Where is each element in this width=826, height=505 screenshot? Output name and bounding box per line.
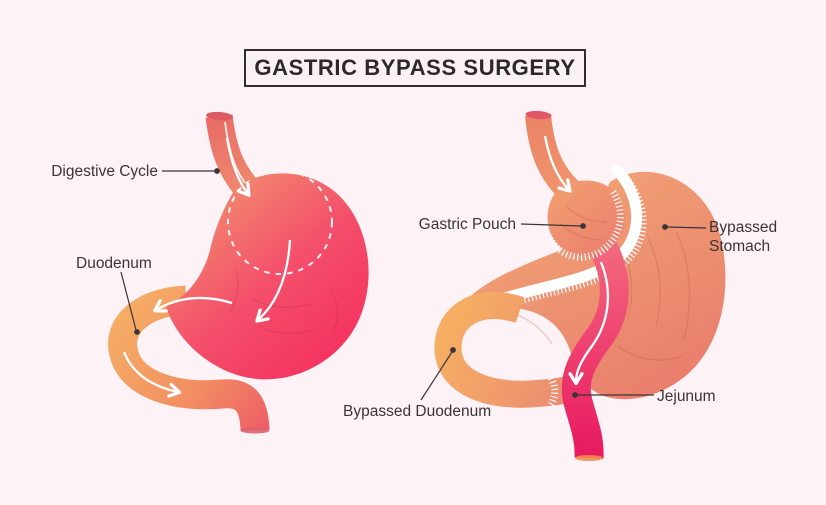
label-jejunum: Jejunum (657, 388, 716, 405)
flow-arrow (156, 296, 233, 310)
flow-arrow (225, 137, 248, 194)
leader-dot (662, 224, 668, 230)
esophagus-opening (525, 110, 552, 120)
label-duodenum: Duodenum (76, 255, 152, 272)
label-digestive-cycle: Digestive Cycle (51, 163, 158, 180)
bypassed-duodenum-shape (434, 292, 569, 408)
flow-arrow (122, 351, 178, 392)
duodenum-shape (108, 285, 270, 432)
flow-arrows-left (122, 137, 292, 392)
jejunum-cut-end (575, 455, 603, 461)
gastric-pouch-shape (547, 180, 625, 257)
page-title: GASTRIC BYPASS SURGERY (254, 55, 576, 80)
leader-lines (120, 168, 707, 401)
flow-arrow (543, 135, 569, 190)
esophagus-shape (525, 113, 582, 203)
title-box: GASTRIC BYPASS SURGERY (244, 49, 586, 87)
staple-line-jejunum-junction (546, 376, 559, 408)
duodenum-cut-end (240, 427, 270, 434)
leader-line (520, 223, 582, 227)
pouch-dashed-outline (227, 173, 333, 275)
stomach-folds (229, 269, 339, 335)
label-bypassed-stomach: Bypassed Stomach (709, 219, 778, 255)
leader-dot (214, 168, 220, 174)
flow-arrow (576, 261, 610, 382)
normal-stomach-figure (108, 111, 369, 434)
leader-dot (134, 329, 140, 335)
esophagus-opening (206, 111, 233, 121)
gastric-pouch-folds (559, 205, 607, 241)
flow-arrow (258, 239, 292, 320)
label-gastric-pouch: Gastric Pouch (418, 216, 516, 233)
bypass-stomach-figure (434, 110, 726, 461)
staple-line-pouch-side (545, 190, 624, 261)
leader-line (120, 271, 137, 331)
leader-dot (580, 223, 586, 229)
label-bypassed-duodenum: Bypassed Duodenum (343, 403, 492, 420)
bypassed-stomach-shape (452, 171, 726, 400)
leader-line (420, 351, 453, 401)
leader-dot (572, 392, 578, 398)
leader-line (666, 226, 707, 229)
stomach-shape (166, 173, 369, 380)
flow-arrows-right (543, 135, 610, 382)
leader-dot (450, 347, 456, 353)
